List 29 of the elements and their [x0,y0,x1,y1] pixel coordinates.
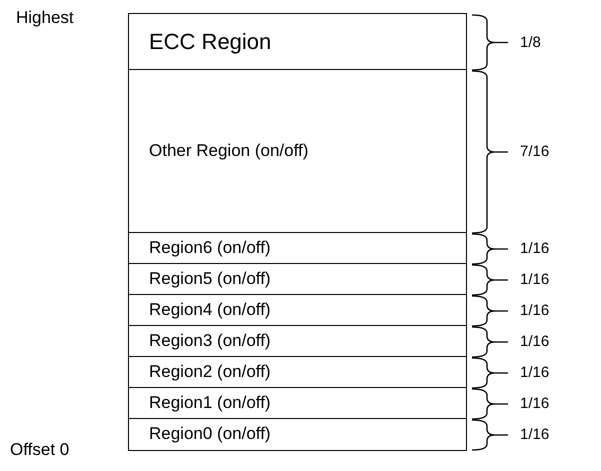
memory-region-box [128,356,467,388]
fraction-label: 1/16 [520,240,550,257]
region-label: Region4 (on/off) [149,300,271,320]
region-label: Region2 (on/off) [149,362,271,382]
fraction-label: 1/16 [520,271,550,288]
memory-region-box [128,13,467,70]
memory-region-box [128,69,467,234]
memory-region-box [128,294,467,326]
region-label: Region3 (on/off) [149,331,271,352]
fraction-label: 1/16 [520,302,550,319]
region-label: ECC Region [149,28,272,55]
region-label: Region1 (on/off) [149,393,271,414]
fraction-label: 7/16 [520,143,550,160]
fraction-label: 1/8 [520,34,541,50]
memory-region-box [128,418,467,450]
address-label: Highest [16,8,74,28]
memory-region-box [128,387,467,420]
region-label: Region5 (on/off) [149,269,271,290]
fraction-label: 1/16 [520,364,550,381]
memory-region-box [128,325,467,358]
memory-region-box [128,232,467,264]
region-label: Region6 (on/off) [149,238,271,258]
region-label: Region0 (on/off) [149,424,271,444]
fraction-label: 1/16 [520,395,550,412]
region-label: Other Region (on/off) [149,141,308,162]
fraction-label: 1/16 [520,426,550,443]
fraction-label: 1/16 [520,333,550,350]
memory-region-box [128,263,467,296]
address-label: Offset 0 [10,440,70,460]
